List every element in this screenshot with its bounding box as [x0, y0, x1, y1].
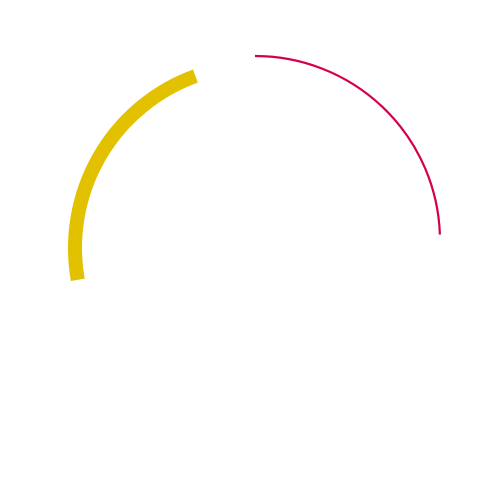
yellow-arc — [68, 69, 198, 281]
crimson-arc — [254, 54, 441, 235]
